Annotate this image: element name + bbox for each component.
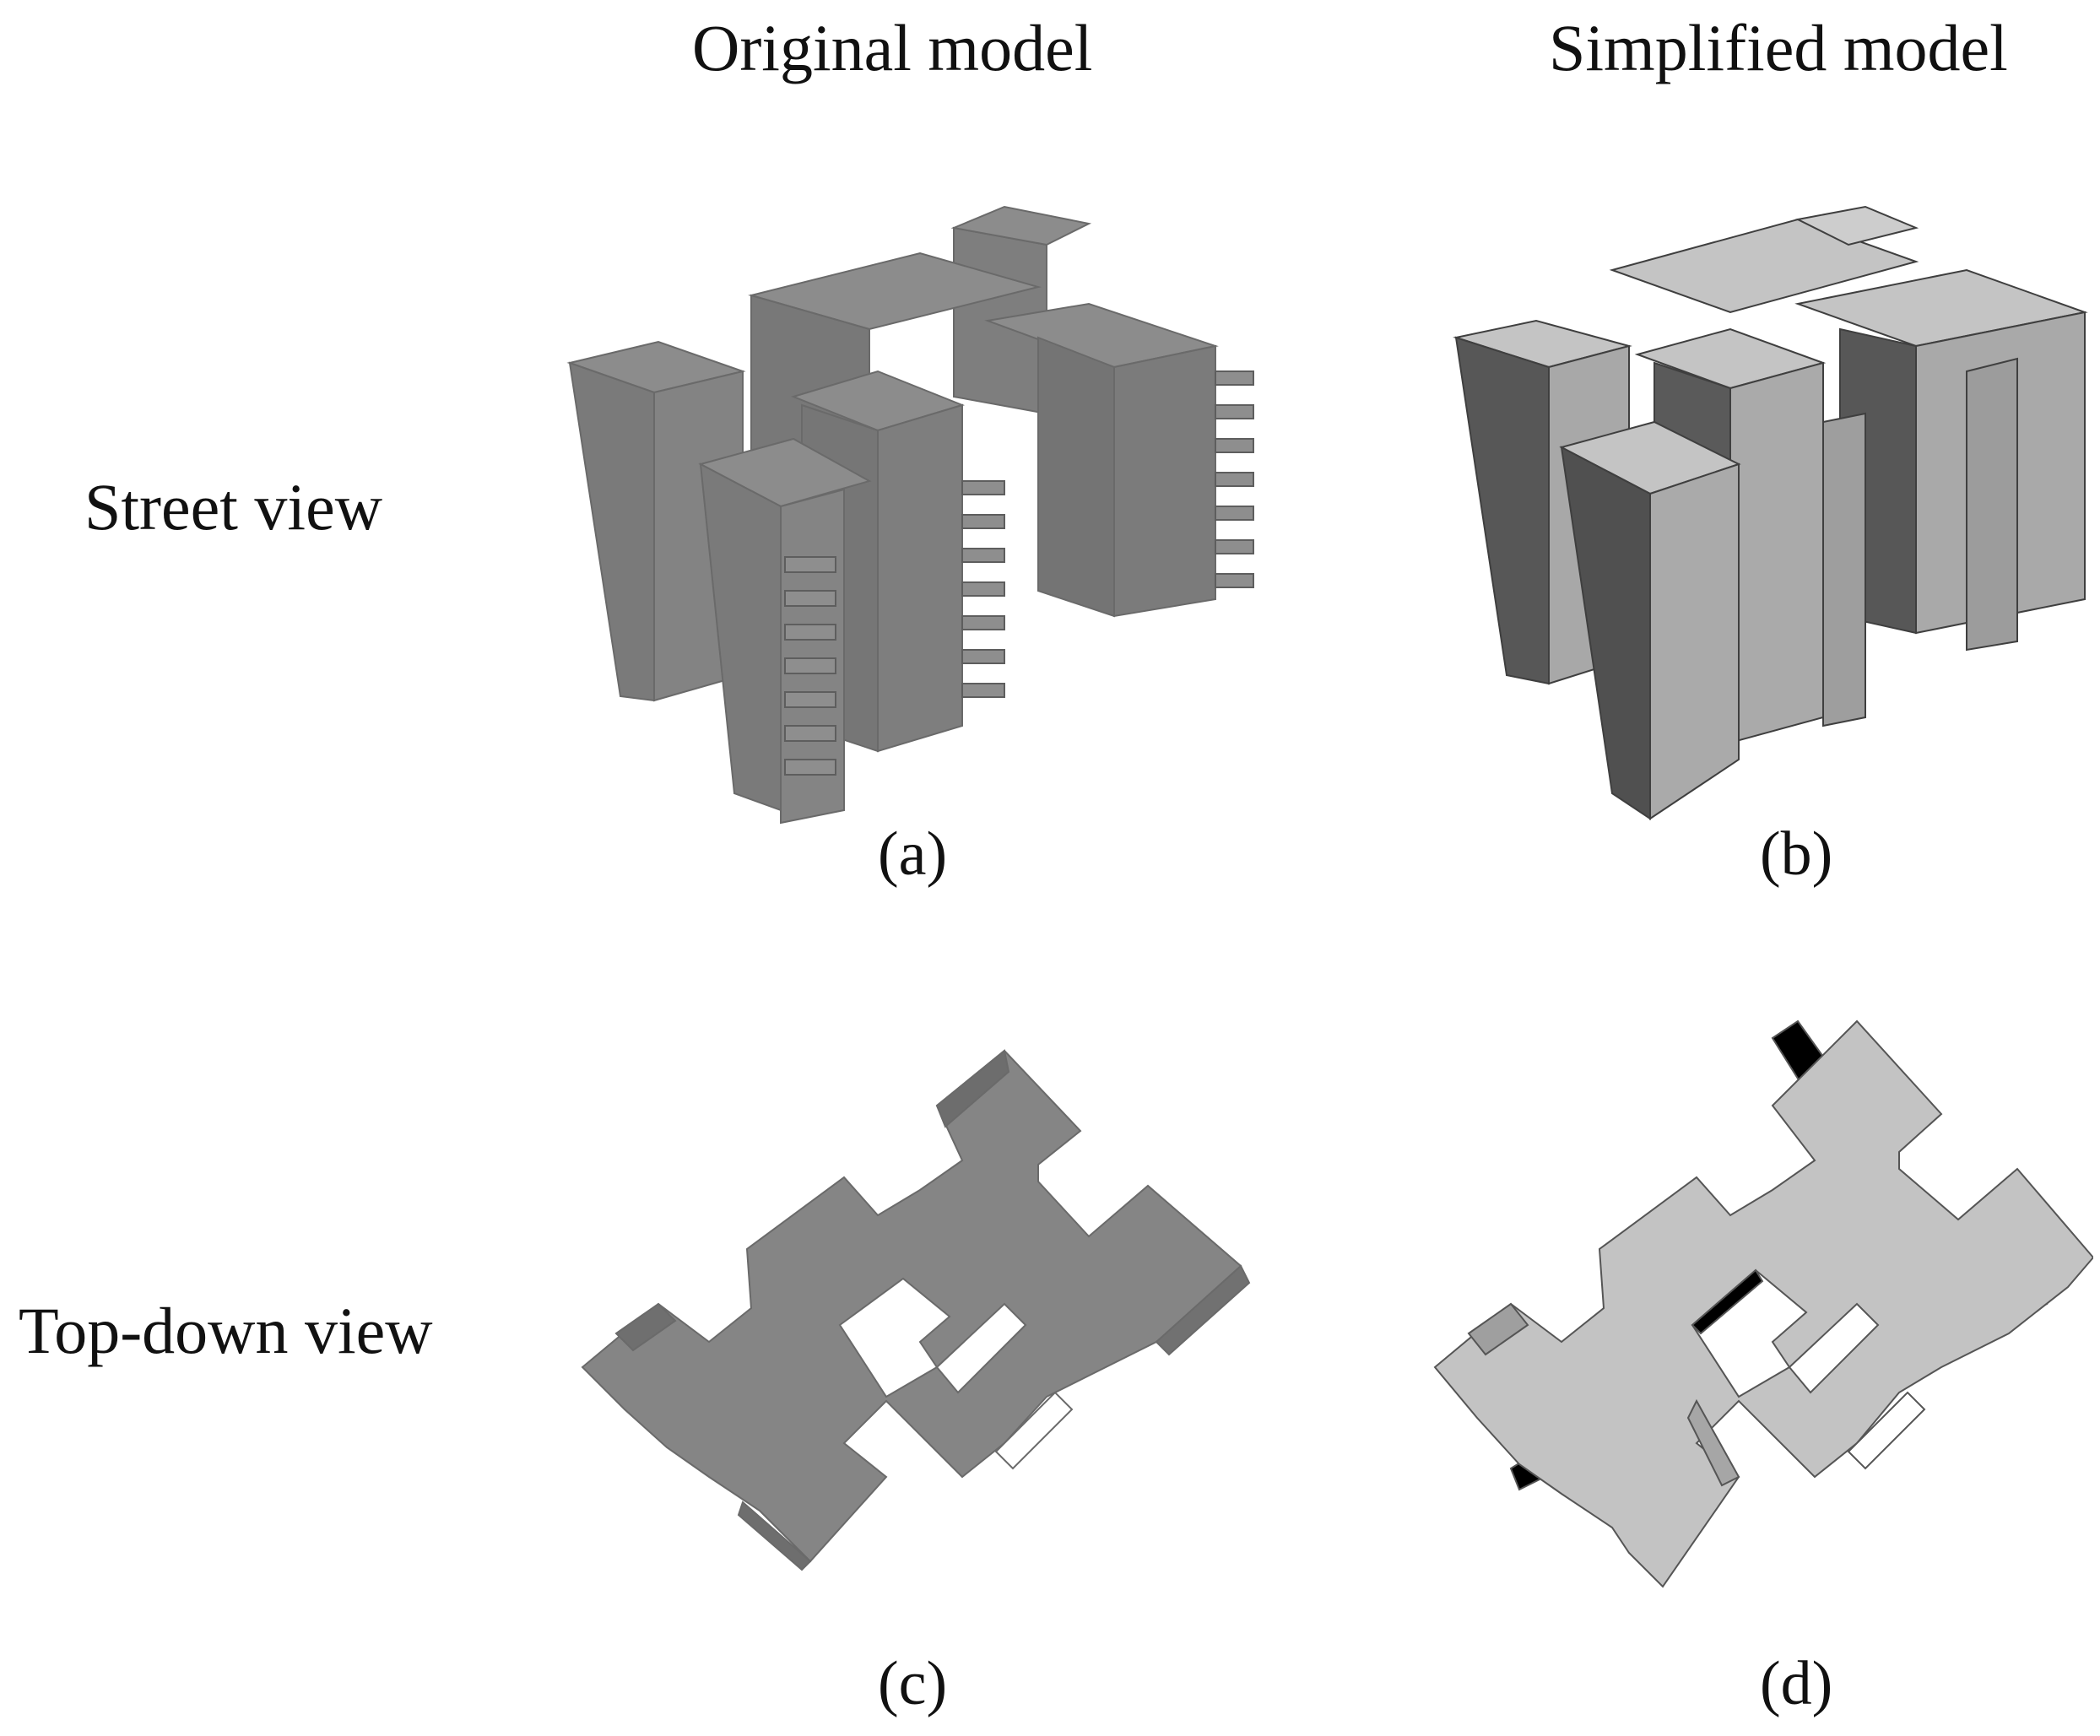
building-mass-simplified-street bbox=[1453, 205, 2088, 820]
balcony-ribs-right bbox=[1215, 370, 1254, 588]
slot-void bbox=[1788, 1302, 1880, 1394]
footprint-original-top bbox=[581, 1049, 1251, 1571]
simplified-model-top-down-view bbox=[1433, 1019, 2093, 1588]
simplified-model-street-view bbox=[1453, 205, 2088, 820]
row-heading-street-view: Street view bbox=[84, 470, 383, 544]
panel-label-d: (d) bbox=[1760, 1649, 1833, 1718]
original-model-top-down-view bbox=[581, 1049, 1251, 1571]
balcony-ribs-middle bbox=[961, 480, 1005, 698]
balcony-ribs-front bbox=[784, 556, 836, 776]
panel-label-a: (a) bbox=[878, 819, 948, 889]
building-mass-original-street bbox=[566, 205, 1254, 825]
courtyard-void bbox=[838, 1277, 951, 1398]
row-heading-top-down-view: Top-down view bbox=[19, 1294, 433, 1367]
footprint-simplified-top bbox=[1433, 1019, 2093, 1588]
original-model-street-view bbox=[566, 205, 1254, 825]
column-heading-simplified: Simplified model bbox=[1549, 11, 2008, 84]
panel-label-c: (c) bbox=[878, 1649, 948, 1718]
slot-void bbox=[935, 1302, 1027, 1394]
panel-label-b: (b) bbox=[1760, 819, 1833, 889]
column-heading-original: Original model bbox=[692, 11, 1093, 84]
